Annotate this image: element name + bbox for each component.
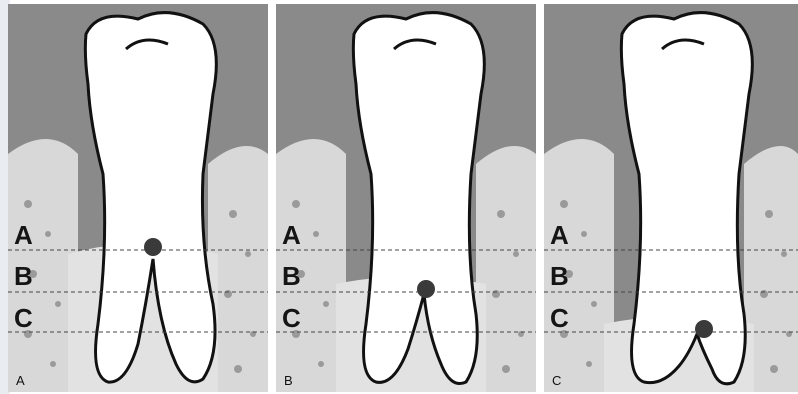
panel-c: A B C C (544, 4, 798, 392)
level-label-a: A (14, 222, 33, 248)
level-label-a: A (282, 222, 301, 248)
furcation-marker (144, 238, 162, 256)
level-label-b: B (550, 263, 569, 289)
furcation-marker (695, 320, 713, 338)
level-label-c: C (550, 305, 569, 331)
level-label-c: C (14, 305, 33, 331)
panel-label: B (284, 373, 293, 388)
tooth-illustration-a (8, 4, 268, 392)
level-label-b: B (14, 263, 33, 289)
panel-b: A B C B (276, 4, 536, 392)
tooth-outline (621, 13, 752, 384)
furcation-marker (417, 280, 435, 298)
tooth-illustration-c (544, 4, 798, 392)
level-label-a: A (550, 222, 569, 248)
level-label-b: B (282, 263, 301, 289)
panel-label: C (552, 373, 561, 388)
panel-label: A (16, 373, 25, 388)
tooth-illustration-b (276, 4, 536, 392)
level-label-c: C (282, 305, 301, 331)
panel-a: A B C A (8, 4, 268, 392)
